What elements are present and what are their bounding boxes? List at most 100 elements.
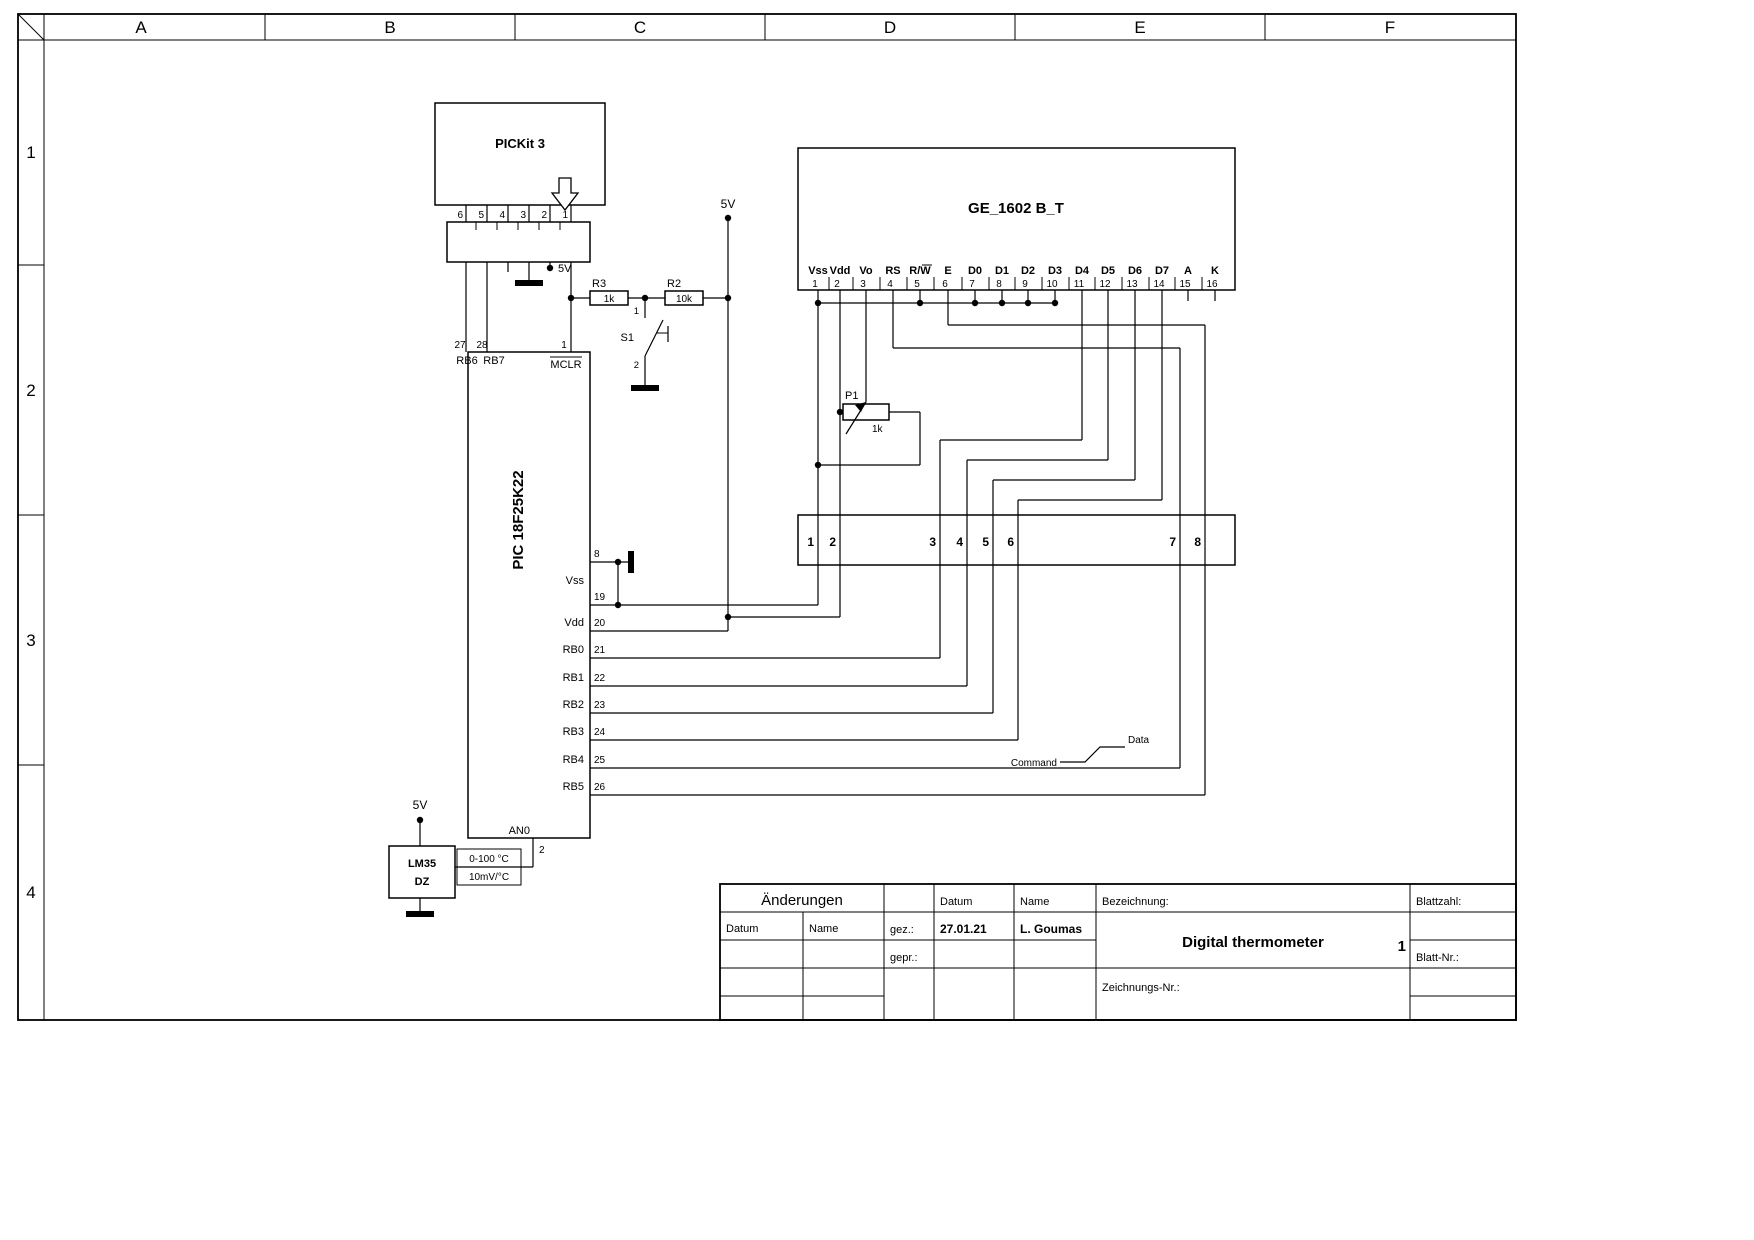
lcd-pin-name-rw: R/W xyxy=(909,265,931,277)
lcd-pin-number: 12 xyxy=(1099,279,1111,290)
junction-dot xyxy=(614,601,622,609)
drawn-date: 27.01.21 xyxy=(940,922,987,936)
lcd-pin-name: K xyxy=(1211,265,1219,277)
pic-pin-label: RB6 xyxy=(456,355,477,367)
connector-pin-number: 4 xyxy=(499,210,505,221)
lcd-pin-number: 16 xyxy=(1206,279,1218,290)
frame-column-label: A xyxy=(135,18,147,37)
p1-body xyxy=(842,403,890,421)
lcd-pin-name: E xyxy=(944,265,951,277)
lcd-pin-name: D1 xyxy=(995,265,1009,277)
pic-pin-label: RB0 xyxy=(563,644,584,656)
pic-pin-label: RB7 xyxy=(483,355,504,367)
junction-dot xyxy=(724,613,732,621)
frame-corner-diagonal xyxy=(17,13,45,41)
connector-pin-number: 5 xyxy=(478,210,484,221)
r3-ref: R3 xyxy=(592,278,606,290)
lcd-pin-number: 7 xyxy=(969,279,975,290)
lcd-title: GE_1602 B_T xyxy=(968,200,1064,217)
frame-column-label: F xyxy=(1385,18,1395,37)
lcd-pin-name: Vo xyxy=(859,265,873,277)
lcd-pin-number: 4 xyxy=(887,279,893,290)
frame-row-label: 1 xyxy=(26,143,35,162)
lcd-pin-number: 15 xyxy=(1179,279,1191,290)
lm35-suffix: DZ xyxy=(415,876,430,888)
lcd-pin-number: 8 xyxy=(996,279,1002,290)
ground-symbol xyxy=(515,280,543,286)
pic-pin-label: RB3 xyxy=(563,726,584,738)
blattzahl-label: Blattzahl: xyxy=(1416,896,1461,908)
frame-column-label: D xyxy=(884,18,896,37)
changes-header: Änderungen xyxy=(761,892,843,909)
lcd-pin-name: Vss xyxy=(808,265,828,277)
pic-pin-label: RB5 xyxy=(563,781,584,793)
junction-dot xyxy=(814,299,822,307)
power-dot xyxy=(546,264,554,272)
v5-label: 5V xyxy=(558,263,572,275)
pin1-arrow-icon xyxy=(550,177,580,212)
lcd-pin-name: Vdd xyxy=(830,265,851,277)
annotation-line xyxy=(1060,746,1125,763)
lcd-module: GE_1602 B_T Vss Vdd Vo RS R/W E D0 D1 D2… xyxy=(797,147,1236,291)
drawing-frame: A B C D E F 1 2 3 4 xyxy=(17,13,1517,1021)
lcd-pin-number: 13 xyxy=(1126,279,1138,290)
pickit3-programmer: PICKit 3 6 5 4 3 2 1 5V xyxy=(434,102,606,352)
name-label: Name xyxy=(1020,896,1049,908)
lcd-pin-name: D5 xyxy=(1101,265,1115,277)
sheet-number: 1 xyxy=(1398,938,1406,955)
lm35-box xyxy=(388,845,456,899)
pic-pin-label: RB4 xyxy=(563,754,584,766)
bus-box xyxy=(797,514,1236,566)
bus-wire-number: 6 xyxy=(1007,535,1014,549)
pickit3-label: PICKit 3 xyxy=(495,136,545,151)
s1-pin2-number: 2 xyxy=(634,360,639,371)
pic-pin-number: 1 xyxy=(561,340,567,351)
junction-dot xyxy=(724,294,732,302)
pic-pin-number: 21 xyxy=(594,645,606,656)
p1-ref: P1 xyxy=(845,390,858,402)
lm35-sensor: 5V LM35 DZ 0-100 °C 10mV/°C xyxy=(388,798,534,917)
lcd-pin-number: 3 xyxy=(860,279,866,290)
junction-dot xyxy=(916,299,924,307)
bezeichnung-label: Bezeichnung: xyxy=(1102,896,1169,908)
titleblock-border xyxy=(719,883,1517,1021)
pic-pin-number: 19 xyxy=(594,592,606,603)
v5-label: 5V xyxy=(721,197,736,211)
bus-wire-number: 7 xyxy=(1169,535,1176,549)
bus-wire-number: 1 xyxy=(807,535,814,549)
lcd-pin-number: 1 xyxy=(812,279,818,290)
p1-wiper-arrowhead xyxy=(855,402,866,412)
lcd-pin-name: D6 xyxy=(1128,265,1142,277)
junction-dot xyxy=(567,294,575,302)
reset-circuit: R3 1k R2 10k 5V 1 S1 2 xyxy=(567,197,736,631)
zeichnungs-nr-label: Zeichnungs-Nr.: xyxy=(1102,982,1180,994)
pickit3-box xyxy=(434,102,606,206)
junction-dot xyxy=(1024,299,1032,307)
r2-ref: R2 xyxy=(667,278,681,290)
frame-column-label: B xyxy=(384,18,395,37)
lcd-pin-name: D4 xyxy=(1075,265,1090,277)
lcd-pin-number: 6 xyxy=(942,279,948,290)
lcd-pin-number: 2 xyxy=(834,279,840,290)
r3-value: 1k xyxy=(604,294,616,305)
wiring xyxy=(590,290,1216,796)
lcd-pin-name: D0 xyxy=(968,265,982,277)
blatt-nr-label: Blatt-Nr.: xyxy=(1416,952,1459,964)
lcd-pin-name: D3 xyxy=(1048,265,1062,277)
bus-wire-number: 5 xyxy=(982,535,989,549)
pic-pin-number: 8 xyxy=(594,549,600,560)
bus-wire-number: 4 xyxy=(956,535,963,549)
connector-pin-number: 1 xyxy=(562,210,568,221)
junction-dot xyxy=(836,408,844,416)
r2-value: 10k xyxy=(676,294,693,305)
pic-title: PIC 18F25K22 xyxy=(510,470,527,569)
datum-label: Datum xyxy=(940,896,972,908)
sensor-coefficient: 10mV/°C xyxy=(469,872,509,883)
bus-wire-number: 3 xyxy=(929,535,936,549)
connector-pin-number: 2 xyxy=(541,210,547,221)
frame-column-label: E xyxy=(1134,18,1145,37)
junction-dot xyxy=(971,299,979,307)
lcd-pin-number: 14 xyxy=(1153,279,1165,290)
